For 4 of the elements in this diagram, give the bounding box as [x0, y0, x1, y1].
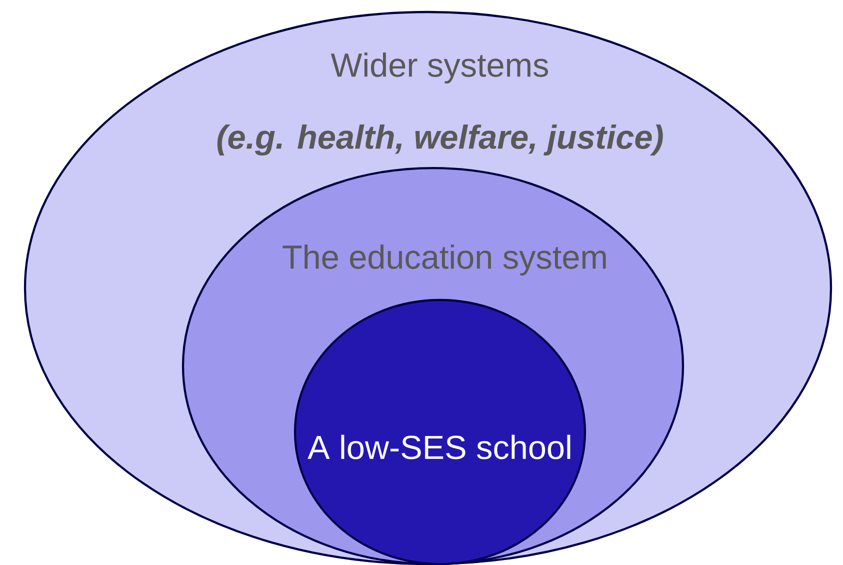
label: The education system	[282, 244, 606, 276]
label: (e.g. health, welfare, justice)	[217, 124, 663, 156]
label: Wider systems	[330, 52, 548, 84]
label: A low-SES school	[308, 434, 570, 460]
